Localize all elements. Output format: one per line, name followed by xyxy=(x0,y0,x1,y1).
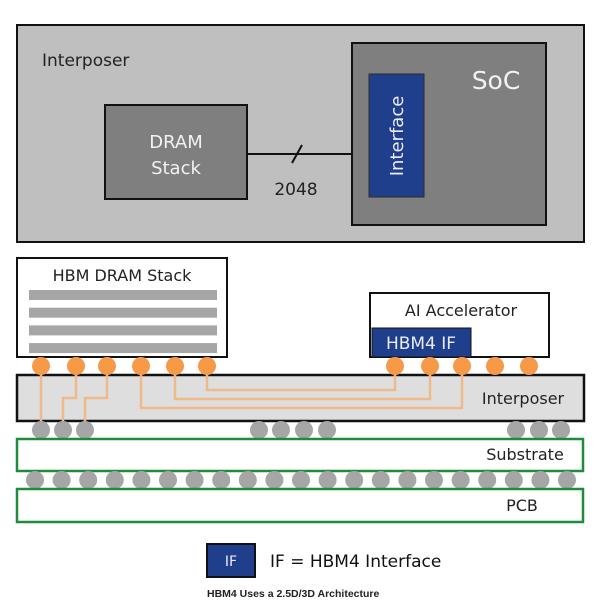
dram-layer xyxy=(29,343,217,354)
hbm-microbump xyxy=(98,357,116,375)
trace-2 xyxy=(61,372,78,423)
soc-label: SoC xyxy=(472,66,521,95)
hbm4-if-block xyxy=(371,327,472,358)
legend: IF IF = HBM4 Interface xyxy=(206,543,441,578)
trace-4 xyxy=(139,372,464,410)
figure-caption: HBM4 Uses a 2.5D/3D Architecture xyxy=(207,588,380,600)
substrate-bga-ball xyxy=(478,471,497,489)
substrate-bga-ball xyxy=(398,471,417,489)
substrate-label: Substrate xyxy=(486,445,564,464)
hbm-microbumps xyxy=(32,357,216,375)
trace-3 xyxy=(83,372,109,423)
bus-width-slash xyxy=(291,144,303,164)
substrate-box xyxy=(15,437,585,473)
interposer-plan-label: Interposer xyxy=(42,51,129,71)
substrate-bga-ball xyxy=(318,471,337,489)
substrate-bga-ball xyxy=(159,471,177,489)
hbm-microbump xyxy=(67,357,85,375)
substrate-bga-ball xyxy=(265,471,284,489)
substrate-bga-ball xyxy=(52,471,71,489)
interposer-c4-bump xyxy=(76,421,94,439)
substrate-bga-ball xyxy=(238,471,257,489)
substrate-bga-ball xyxy=(185,471,204,489)
substrate-bga-ball xyxy=(26,471,44,489)
hbm4-if-label: HBM4 IF xyxy=(386,334,456,354)
interposer-c4-bump xyxy=(530,421,548,439)
dram-stack-label-line2: Stack xyxy=(151,158,201,179)
interposer-c4-bump xyxy=(54,421,72,439)
accelerator-microbump xyxy=(453,357,471,375)
interface-block xyxy=(368,73,425,198)
dram-stack-label-line1: DRAM xyxy=(149,132,202,153)
accelerator-microbumps xyxy=(386,357,538,375)
legend-description: IF = HBM4 Interface xyxy=(270,552,441,572)
substrate-bga-ball xyxy=(531,471,550,489)
interposer-c4-bump xyxy=(32,421,50,439)
cross-section-view: HBM DRAM Stack AI Accelerator HBM4 IF In… xyxy=(15,257,586,524)
dram-stack-box xyxy=(104,104,248,200)
pcb-label: PCB xyxy=(506,496,538,515)
interposer-cross-section-label: Interposer xyxy=(482,389,565,408)
interposer-c4-bump xyxy=(250,421,268,439)
ai-accelerator-label: AI Accelerator xyxy=(405,301,518,320)
substrate-bga-ball xyxy=(371,471,390,489)
substrate-bga-ball xyxy=(79,471,98,489)
substrate-bga-ball xyxy=(504,471,523,489)
substrate-bga-ball xyxy=(345,471,364,489)
trace-5 xyxy=(173,372,432,401)
interposer-traces xyxy=(39,372,464,423)
dram-layer xyxy=(29,307,217,318)
substrate-bga-ball xyxy=(212,471,231,489)
interposer-c4-bump xyxy=(552,421,570,439)
pcb-box xyxy=(15,487,585,524)
accelerator-microbump xyxy=(486,357,504,375)
interposer-c4-bumps xyxy=(32,421,570,439)
interposer-c4-bump xyxy=(318,421,336,439)
accelerator-microbump xyxy=(386,357,404,375)
dram-layers xyxy=(29,290,217,354)
substrate-bga-ball xyxy=(558,471,576,489)
substrate-bga-balls xyxy=(26,471,576,489)
substrate-bga-ball xyxy=(105,471,124,489)
interposer-c4-bump xyxy=(507,421,525,439)
dram-layer xyxy=(29,325,217,336)
substrate-bga-ball xyxy=(132,471,151,489)
bus-width-label: 2048 xyxy=(274,180,317,200)
hbm-microbump xyxy=(32,357,50,375)
substrate-bga-ball xyxy=(292,471,310,489)
trace-6 xyxy=(205,372,397,392)
legend-if-swatch xyxy=(206,543,256,578)
interface-label: Interface xyxy=(387,96,408,177)
hbm-dram-stack-box xyxy=(16,257,228,358)
substrate-bga-ball xyxy=(425,471,443,489)
hbm-microbump xyxy=(132,357,150,375)
legend-if-swatch-label: IF xyxy=(225,554,237,570)
accelerator-microbump xyxy=(520,357,538,375)
interposer-c4-bump xyxy=(272,421,290,439)
accelerator-microbump xyxy=(421,357,439,375)
top-view: Interposer DRAM Stack 2048 SoC Interface xyxy=(16,24,585,243)
substrate-bga-ball xyxy=(451,471,470,489)
dram-layer xyxy=(29,290,217,300)
interposer-c4-bump xyxy=(295,421,313,439)
hbm-microbump xyxy=(198,357,216,375)
hbm-microbump xyxy=(166,357,184,375)
hbm-dram-stack-label: HBM DRAM Stack xyxy=(53,266,193,285)
